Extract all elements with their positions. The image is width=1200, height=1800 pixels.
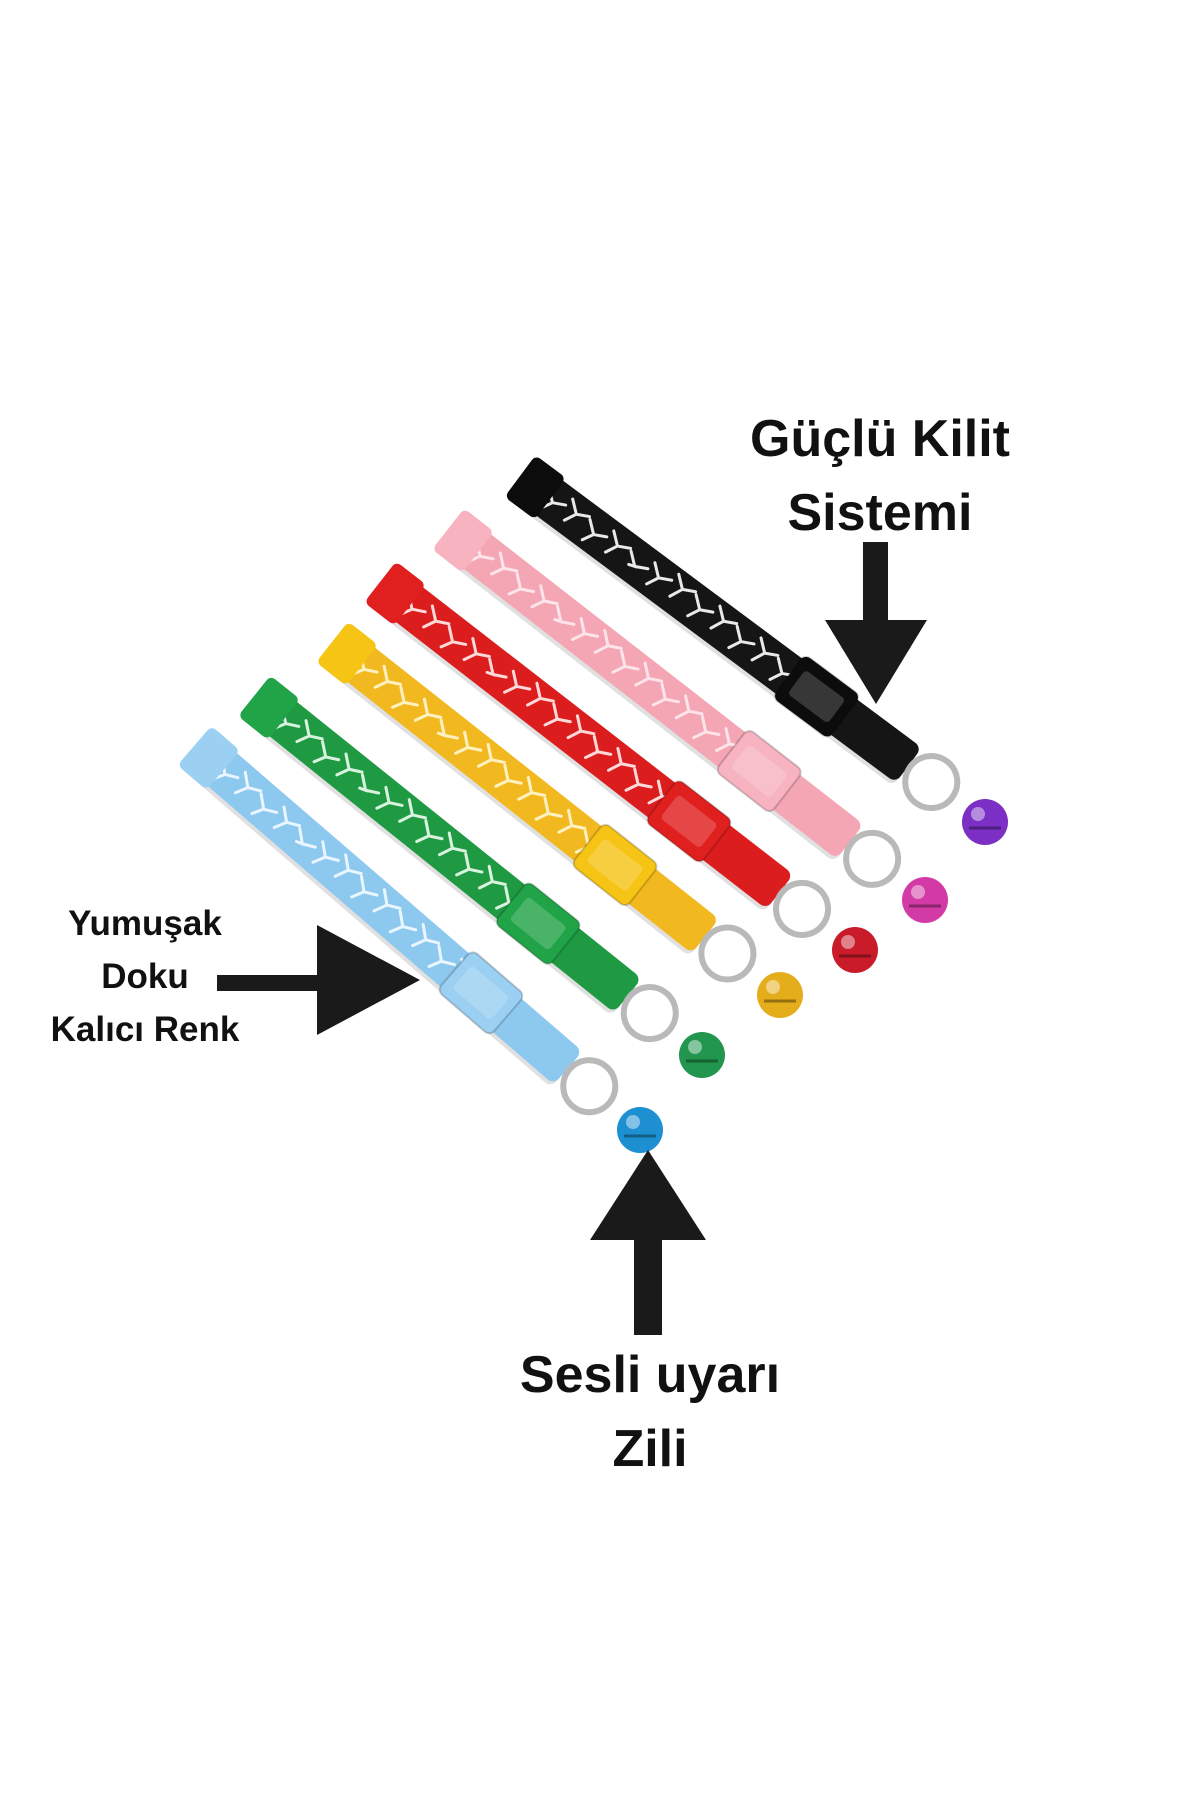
collar-red [366,563,832,938]
collar-ring [843,829,902,888]
collar-buckle [572,823,658,907]
collar-buckle [495,882,581,965]
bell-highlight [911,885,925,899]
collar-buckle-detail [510,897,566,950]
collar-ring [620,984,679,1043]
collar-adjuster [506,457,564,518]
collar-buckle-detail [453,966,509,1019]
bell-icon [757,972,803,1018]
collar-pattern [399,592,677,805]
bell-highlight [841,935,855,949]
collar-pattern [467,539,744,752]
collar-ring [902,753,961,812]
soft-label-line1: Yumuşak [68,904,222,943]
collar-green [240,677,679,1043]
collar-ring [698,924,757,983]
collar-buckle-detail [731,745,787,797]
collar-buckle [716,730,802,813]
collar-pattern [272,706,524,910]
bell-icon [962,799,1008,845]
lock-label-line1: Güçlü Kilit [750,410,1010,468]
collar-adjuster [179,728,238,788]
collar-black [506,457,961,812]
collar-adjuster [434,510,492,571]
bell-highlight [626,1115,640,1129]
collar-pattern [350,652,604,854]
collar-ring [773,879,832,938]
bell-highlight [766,980,780,994]
bell-icon [679,1032,725,1078]
collar-pattern [211,757,479,982]
collar-buckle [774,655,859,738]
lock-system-label: Güçlü Kilit Sistemi [690,402,1070,550]
collar-blue [179,728,619,1116]
collar-yellow [318,623,757,983]
soft-label-line2: Doku [101,957,189,996]
bell-label-line2: Zili [612,1420,688,1478]
soft-texture-label: Yumuşak Doku Kalıcı Renk [10,897,280,1056]
lock-label-line2: Sistemi [787,484,973,542]
arrow-down-icon [825,542,927,704]
collar-buckle [646,780,732,863]
collar-buckle-detail [789,671,844,723]
collar-pink [434,510,902,888]
bell-icon [832,927,878,973]
bell-label-line1: Sesli uyarı [519,1346,781,1404]
bell-highlight [971,807,985,821]
bell-icon [617,1107,663,1153]
arrow-right-icon [217,925,420,1035]
collar-adjuster [366,563,424,624]
collar-ring [560,1057,619,1116]
bell-highlight [688,1040,702,1054]
collar-buckle [438,951,524,1035]
arrow-up-icon [590,1150,706,1335]
collars-group [179,457,1008,1153]
collar-buckle-detail [661,795,717,847]
collar-buckle-detail [587,839,643,891]
collar-pattern [539,486,797,681]
soft-label-line3: Kalıcı Renk [50,1010,240,1049]
collar-adjuster [318,623,376,684]
bell-label: Sesli uyarı Zili [470,1338,830,1486]
bell-icon [902,877,948,923]
collar-adjuster [240,677,298,738]
